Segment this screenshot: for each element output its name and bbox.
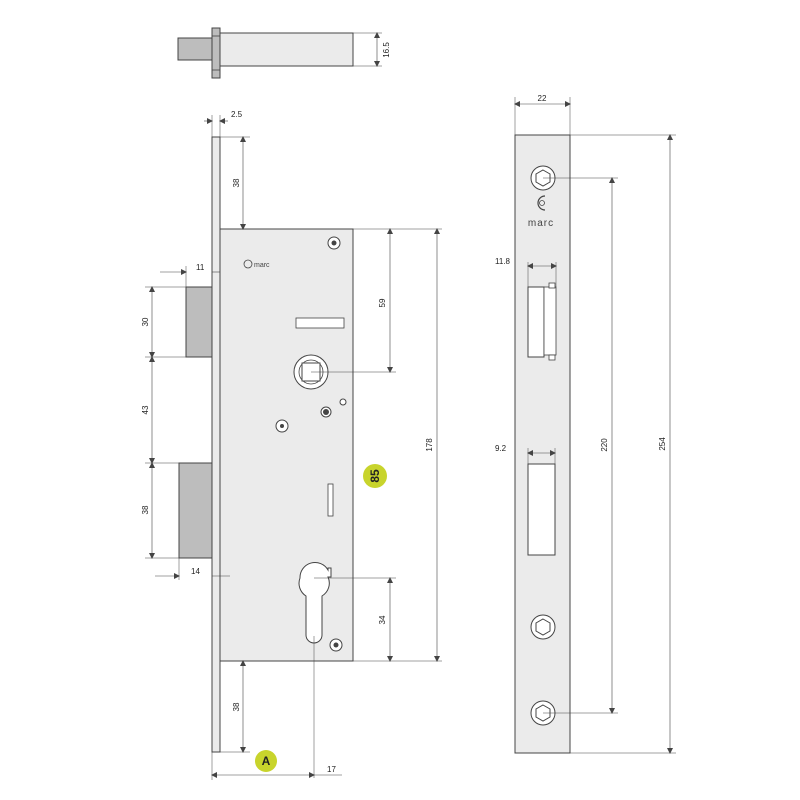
side-view: marc: [141, 110, 442, 780]
backset-badge: 85: [363, 464, 387, 488]
backset-badge-circle: [363, 464, 387, 488]
dim-cylinder-to-bottom-label: 34: [378, 615, 387, 624]
dim-latch-width-label: 11.8: [495, 257, 511, 266]
front-plate: [514, 134, 571, 754]
case-slot: [295, 317, 345, 329]
dim-top-offset-label: 38: [232, 178, 241, 187]
dim-bolt-projection-label: 14: [191, 567, 200, 576]
dim-width-label: 22: [538, 94, 547, 103]
latch-bolt: [185, 286, 213, 358]
dim-latch-projection-label: 11: [196, 263, 205, 272]
dim-gap-label: 43: [141, 405, 150, 414]
case-logo-text: marc: [254, 262, 270, 269]
top-view-latch: [177, 37, 213, 61]
front-logo-text: marc: [528, 218, 554, 229]
dim-case-height-label: 178: [425, 438, 434, 452]
dim-bolt-width-label: 9.2: [495, 444, 507, 453]
dead-bolt: [178, 462, 213, 559]
bolt-opening: [527, 463, 556, 556]
front-screw-middle: [530, 614, 556, 640]
case-logo: marc: [243, 259, 270, 269]
front-logo: marc: [528, 195, 554, 229]
top-view-faceplate: [211, 27, 221, 79]
case-pin-holes: [275, 398, 347, 433]
dim-screw-spacing-label: 220: [600, 438, 609, 452]
front-view: marc 22 11.8 9.2: [495, 94, 676, 754]
case-vertical-slot: [327, 483, 334, 517]
reference-badge-a: A: [255, 750, 277, 772]
top-view-case: [219, 32, 354, 67]
faceplate-edge: [211, 136, 221, 753]
dim-plate-height-label: 254: [658, 437, 667, 451]
dim-upper-to-follower-label: 59: [378, 298, 387, 307]
dim-bottom-offset-label: 38: [232, 702, 241, 711]
dim-cylinder-offset-label: 17: [327, 765, 336, 774]
cylinder-cutout: [298, 561, 332, 644]
reference-badge-a-label: A: [262, 754, 271, 768]
case-screw-top: [327, 236, 341, 250]
latch-opening: [527, 286, 545, 358]
dim-faceplate-thickness-label: 2.5: [231, 110, 243, 119]
top-view: 16.5: [177, 27, 391, 79]
dim-latch-height-label: 30: [141, 317, 150, 326]
case-screw-bottom: [329, 638, 343, 652]
lock-case: [219, 228, 354, 662]
backset-badge-label: 85: [368, 469, 382, 483]
dim-bolt-height-label: 38: [141, 505, 150, 514]
reference-badge-a-circle: [255, 750, 277, 772]
dim-thickness-label: 16.5: [382, 42, 391, 58]
